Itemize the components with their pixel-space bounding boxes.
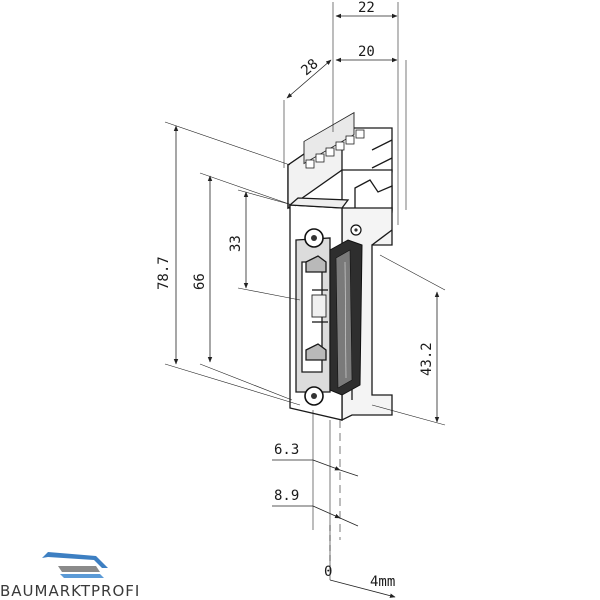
brand-logo: BAUMARKTPROFI xyxy=(0,552,140,600)
dim-label-20: 20 xyxy=(358,44,375,60)
logo-roof-icon xyxy=(42,552,108,568)
dim-label-78-7: 78.7 xyxy=(156,256,172,290)
dim-label-22: 22 xyxy=(358,0,375,16)
brand-name: BAUMARKTPROFI xyxy=(0,582,140,600)
dimension-lines xyxy=(164,2,446,598)
mounting-screw-top xyxy=(304,228,324,248)
dimension-labels: 22 20 28 78.7 66 33 43.2 6.3 8.9 0 4mm xyxy=(156,0,435,590)
terminal-block xyxy=(287,111,393,213)
dim-label-66: 66 xyxy=(192,273,208,290)
logo-ribbon-icon xyxy=(58,566,100,572)
electric-strike-part xyxy=(287,111,393,422)
dim-label-0: 0 xyxy=(324,564,332,580)
dim-label-8-9: 8.9 xyxy=(274,488,299,504)
dim-label-6-3: 6.3 xyxy=(274,442,299,458)
mounting-screw-bottom xyxy=(304,386,324,406)
terminal-screws xyxy=(303,111,365,169)
small-screw-top xyxy=(350,224,362,236)
dim-label-28: 28 xyxy=(298,56,321,79)
dim-label-43-2: 43.2 xyxy=(419,342,435,376)
latch-mechanism xyxy=(295,237,331,393)
dim-label-4mm: 4mm xyxy=(370,574,395,590)
dim-label-33: 33 xyxy=(228,235,244,252)
